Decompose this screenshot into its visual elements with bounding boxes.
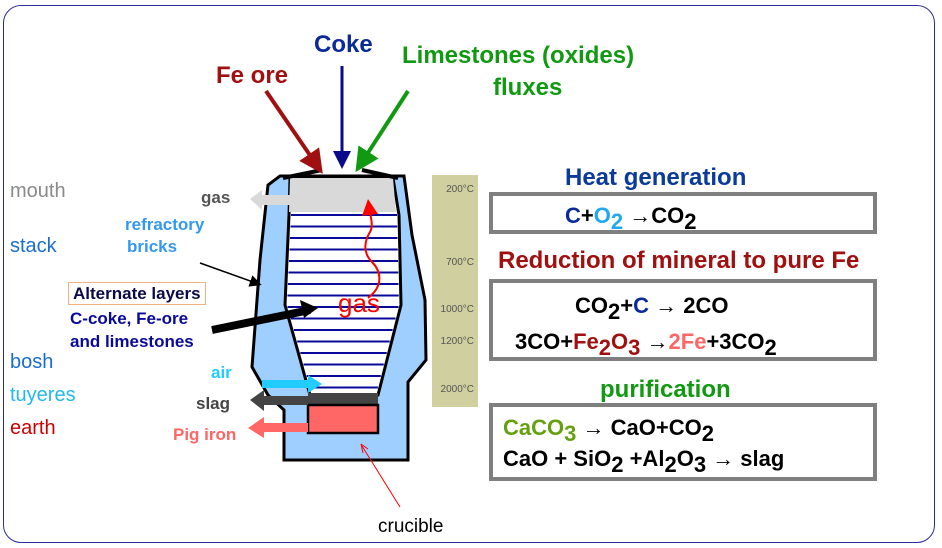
charge-layers xyxy=(287,214,399,389)
fluxes-label: fluxes xyxy=(493,74,563,101)
purification-equation-1: CaCO3 → CaO+CO2 xyxy=(503,415,714,446)
zone-stack: stack xyxy=(10,235,57,257)
slide-frame xyxy=(3,5,935,543)
layers-desc-2: and limestones xyxy=(70,332,194,351)
gas-zone xyxy=(289,178,396,212)
layers-pointer xyxy=(211,306,311,334)
crucible-label: crucible xyxy=(378,516,444,537)
pig-iron-label: Pig iron xyxy=(173,425,237,444)
slag-layer xyxy=(308,393,378,405)
temperature-scale: 200°C 700°C 1000°C 1200°C 2000°C xyxy=(432,175,478,407)
reduction-equation-box: CO2+C → 2CO 3CO+Fe2O3 →2Fe+3CO2 xyxy=(489,279,877,361)
layers-desc-1: C-coke, Fe-ore xyxy=(70,309,189,328)
gas-out-label: gas xyxy=(201,188,231,207)
heat-equation-box: C+O2 →CO2 xyxy=(489,192,877,234)
air-label: air xyxy=(211,363,232,382)
crucible-pointer xyxy=(361,445,401,508)
purification-equation-2: CaO + SiO2 +Al2O3 → slag xyxy=(503,446,785,477)
purification-equation-box: CaCO3 → CaO+CO2 CaO + SiO2 +Al2O3 → slag xyxy=(489,403,877,481)
gas-out-arrow xyxy=(250,190,290,210)
temp-label: 1000°C xyxy=(440,304,474,315)
fe-ore-label: Fe ore xyxy=(216,62,289,89)
zone-bosh: bosh xyxy=(10,351,54,373)
limestones-label: Limestones (oxides) xyxy=(402,42,635,69)
rising-gas-label: gas xyxy=(338,288,380,318)
zone-tuyeres: tuyeres xyxy=(10,384,76,406)
heat-equation: C+O2 →CO2 xyxy=(565,203,697,234)
alternate-layers-label: Alternate layers xyxy=(68,282,206,305)
temp-label: 200°C xyxy=(446,184,474,195)
limestone-arrow xyxy=(355,89,410,173)
temp-label: 2000°C xyxy=(440,384,474,395)
coke-label: Coke xyxy=(314,31,373,58)
refractory-pointer xyxy=(199,262,262,287)
reduction-equation-1: CO2+C → 2CO xyxy=(575,293,729,324)
heat-generation-title: Heat generation xyxy=(565,164,747,191)
reduction-equation-2: 3CO+Fe2O3 →2Fe+3CO2 xyxy=(515,329,777,360)
bricks-label: bricks xyxy=(127,237,178,256)
air-arrow xyxy=(262,375,322,393)
fe-ore-arrow xyxy=(264,89,323,174)
reduction-title: Reduction of mineral to pure Fe xyxy=(498,247,860,274)
refractory-label: refractory xyxy=(125,215,205,234)
temp-label: 700°C xyxy=(446,257,474,268)
temp-label: 1200°C xyxy=(440,336,474,347)
slag-out-arrow xyxy=(250,390,308,411)
slag-label: slag xyxy=(196,394,231,413)
rising-gas-arrow xyxy=(362,199,381,299)
zone-mouth: mouth xyxy=(10,180,66,202)
purification-title: purification xyxy=(600,376,731,403)
pig-iron-pool xyxy=(306,403,380,435)
zone-earth: earth xyxy=(10,417,56,439)
pig-iron-out-arrow xyxy=(248,417,308,438)
